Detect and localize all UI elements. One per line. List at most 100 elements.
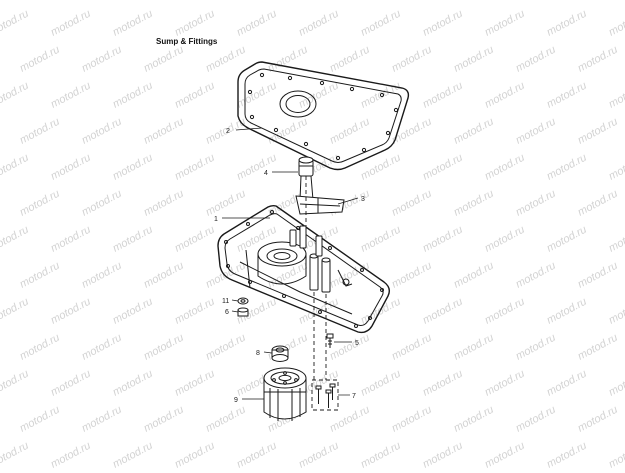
watermark-text: motod.ru	[483, 152, 527, 183]
watermark-text: motod.ru	[576, 404, 620, 435]
watermark-text: motod.ru	[545, 8, 589, 39]
watermark-text: motod.ru	[545, 80, 589, 111]
callout-3: 3	[361, 196, 365, 203]
callout-labels: 2 4 3 1 11 6 5 8 9 7	[214, 128, 365, 404]
watermark-text: motod.ru	[607, 224, 625, 255]
watermark-text: motod.ru	[173, 80, 217, 111]
watermark-text: motod.ru	[80, 0, 124, 3]
watermark-text: motod.ru	[514, 188, 558, 219]
watermark-text: motod.ru	[576, 188, 620, 219]
watermark-text: motod.ru	[18, 0, 62, 3]
sump-bolts-group	[311, 379, 339, 411]
watermark-text: motod.ru	[452, 116, 496, 147]
watermark-text: motod.ru	[359, 152, 403, 183]
watermark-text: motod.ru	[297, 80, 341, 111]
watermark-text: motod.ru	[576, 44, 620, 75]
watermark-text: motod.ru	[142, 404, 186, 435]
watermark-text: motod.ru	[266, 0, 310, 3]
watermark-text: motod.ru	[545, 224, 589, 255]
oil-strainer-plate	[295, 195, 345, 215]
watermark-text: motod.ru	[204, 260, 248, 291]
watermark-text: motod.ru	[111, 8, 155, 39]
watermark-text: motod.ru	[514, 260, 558, 291]
callout-4: 4	[264, 170, 268, 177]
watermark-text: motod.ru	[173, 440, 217, 468]
watermark-text: motod.ru	[452, 260, 496, 291]
watermark-text: motod.ru	[18, 116, 62, 147]
watermark-text: motod.ru	[18, 332, 62, 363]
watermark-text: motod.ru	[483, 8, 527, 39]
callout-8: 8	[256, 350, 260, 357]
watermark-text: motod.ru	[452, 0, 496, 3]
watermark-text: motod.ru	[80, 404, 124, 435]
watermark-text: motod.ru	[576, 116, 620, 147]
watermark-text: motod.ru	[576, 332, 620, 363]
sump-gasket	[237, 61, 410, 171]
watermark-text: motod.ru	[452, 404, 496, 435]
watermark-text: motod.ru	[235, 8, 279, 39]
watermark-text: motod.ru	[514, 332, 558, 363]
watermark-text: motod.ru	[359, 440, 403, 468]
watermark-text: motod.ru	[421, 440, 465, 468]
watermark-text: motod.ru	[421, 368, 465, 399]
watermark-text: motod.ru	[235, 440, 279, 468]
watermark-text: motod.ru	[390, 188, 434, 219]
watermark-text: motod.ru	[0, 368, 31, 399]
watermark-text: motod.ru	[545, 296, 589, 327]
watermark-text: motod.ru	[49, 80, 93, 111]
watermark-text: motod.ru	[0, 80, 31, 111]
watermark-text: motod.ru	[0, 152, 31, 183]
watermark-text: motod.ru	[266, 116, 310, 147]
watermark-text: motod.ru	[390, 332, 434, 363]
watermark-text: motod.ru	[421, 8, 465, 39]
watermark-text: motod.ru	[452, 332, 496, 363]
watermark-text: motod.ru	[328, 404, 372, 435]
watermark-text: motod.ru	[0, 8, 31, 39]
watermark-text: motod.ru	[49, 368, 93, 399]
leader-lines	[222, 127, 359, 400]
watermark-text: motod.ru	[328, 44, 372, 75]
watermark-text: motod.ru	[173, 8, 217, 39]
watermark-text: motod.ru	[576, 0, 620, 3]
watermark-text: motod.ru	[545, 152, 589, 183]
watermark-text: motod.ru	[390, 116, 434, 147]
watermark-text: motod.ru	[204, 188, 248, 219]
callout-7: 7	[352, 393, 356, 400]
watermark-text: motod.ru	[173, 152, 217, 183]
watermark-text: motod.ru	[80, 188, 124, 219]
watermark-text: motod.ru	[204, 332, 248, 363]
drain-plug-washer	[237, 297, 249, 317]
watermark-text: motod.ru	[173, 224, 217, 255]
sump-bolt	[326, 333, 334, 348]
watermark-text: motod.ru	[111, 368, 155, 399]
watermark-text: motod.ru	[111, 80, 155, 111]
watermark-text: motod.ru	[421, 152, 465, 183]
watermark-text: motod.ru	[328, 332, 372, 363]
watermark-text: motod.ru	[142, 332, 186, 363]
filter-adapter	[271, 345, 289, 362]
watermark-text: motod.ru	[142, 260, 186, 291]
callout-2: 2	[226, 128, 230, 135]
watermark-text: motod.ru	[328, 260, 372, 291]
watermark-text: motod.ru	[0, 296, 31, 327]
watermark-text: motod.ru	[514, 404, 558, 435]
watermark-text: motod.ru	[545, 440, 589, 468]
watermark-text: motod.ru	[49, 224, 93, 255]
watermark-text: motod.ru	[49, 8, 93, 39]
watermark-text: motod.ru	[390, 404, 434, 435]
watermark-text: motod.ru	[607, 368, 625, 399]
watermark-text: motod.ru	[421, 80, 465, 111]
assembly-lines	[305, 176, 327, 380]
watermark-text: motod.ru	[204, 44, 248, 75]
watermark-text: motod.ru	[514, 116, 558, 147]
oil-filter	[263, 367, 307, 421]
watermark-text: motod.ru	[18, 260, 62, 291]
watermark-text: motod.ru	[204, 404, 248, 435]
callout-5: 5	[355, 340, 359, 347]
watermark-text: motod.ru	[111, 152, 155, 183]
watermark-text: motod.ru	[576, 260, 620, 291]
watermark-text: motod.ru	[49, 296, 93, 327]
callout-9: 9	[234, 397, 238, 404]
